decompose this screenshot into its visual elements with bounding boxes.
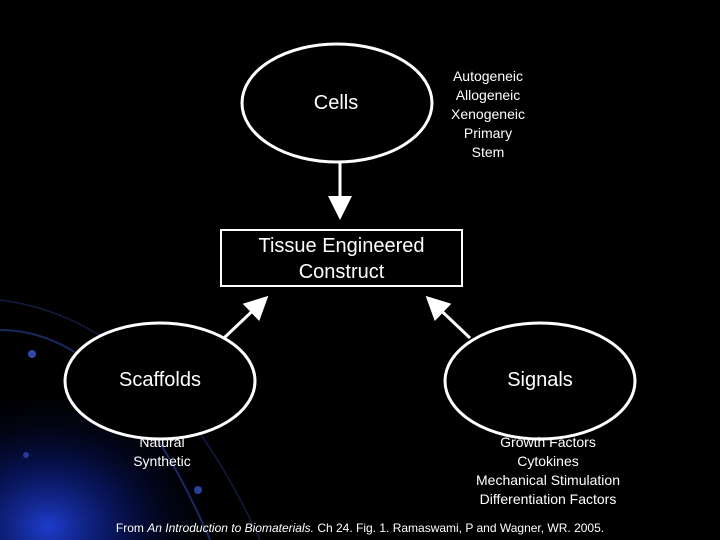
construct-label: Tissue Engineered Construct: [220, 233, 463, 285]
construct-label-line2: Construct: [298, 261, 385, 283]
citation: From An Introduction to Biomaterials. Ch…: [0, 521, 720, 535]
signal-type-item: Differentiation Factors: [479, 491, 617, 507]
scaffold-type-item: Synthetic: [133, 453, 191, 469]
arrow-signals-to-construct: [425, 295, 472, 340]
signal-type-item: Growth Factors: [500, 434, 596, 450]
cell-sources-list: Autogeneic Allogeneic Xenogeneic Primary…: [428, 67, 548, 162]
citation-prefix: From: [115, 521, 148, 535]
cell-source-item: Primary: [463, 125, 513, 141]
cell-source-item: Stem: [471, 144, 505, 160]
construct-label-line1: Tissue Engineered: [258, 235, 425, 257]
signals-ellipse: [443, 321, 637, 441]
cells-ellipse: [240, 42, 434, 164]
signal-types-list: Growth Factors Cytokines Mechanical Stim…: [448, 433, 648, 509]
scaffolds-label: Scaffolds: [119, 369, 201, 391]
signal-type-item: Cytokines: [517, 453, 579, 469]
signals-label: Signals: [507, 369, 573, 391]
construct-box: [220, 229, 463, 287]
scaffold-type-item: Natural: [139, 434, 185, 450]
citation-book-title: An Introduction to Biomaterials.: [147, 521, 314, 535]
signal-type-item: Mechanical Stimulation: [476, 472, 620, 488]
scaffolds-ellipse: [63, 321, 257, 441]
cells-label: Cells: [313, 92, 359, 114]
arrow-scaffolds-to-construct: [222, 295, 269, 340]
cell-source-item: Autogeneic: [452, 68, 524, 84]
scaffold-types-list: Natural Synthetic: [112, 433, 212, 471]
cell-source-item: Allogeneic: [455, 87, 521, 103]
citation-suffix: Ch 24. Fig. 1. Ramaswami, P and Wagner, …: [313, 521, 605, 535]
cell-source-item: Xenogeneic: [451, 106, 525, 122]
